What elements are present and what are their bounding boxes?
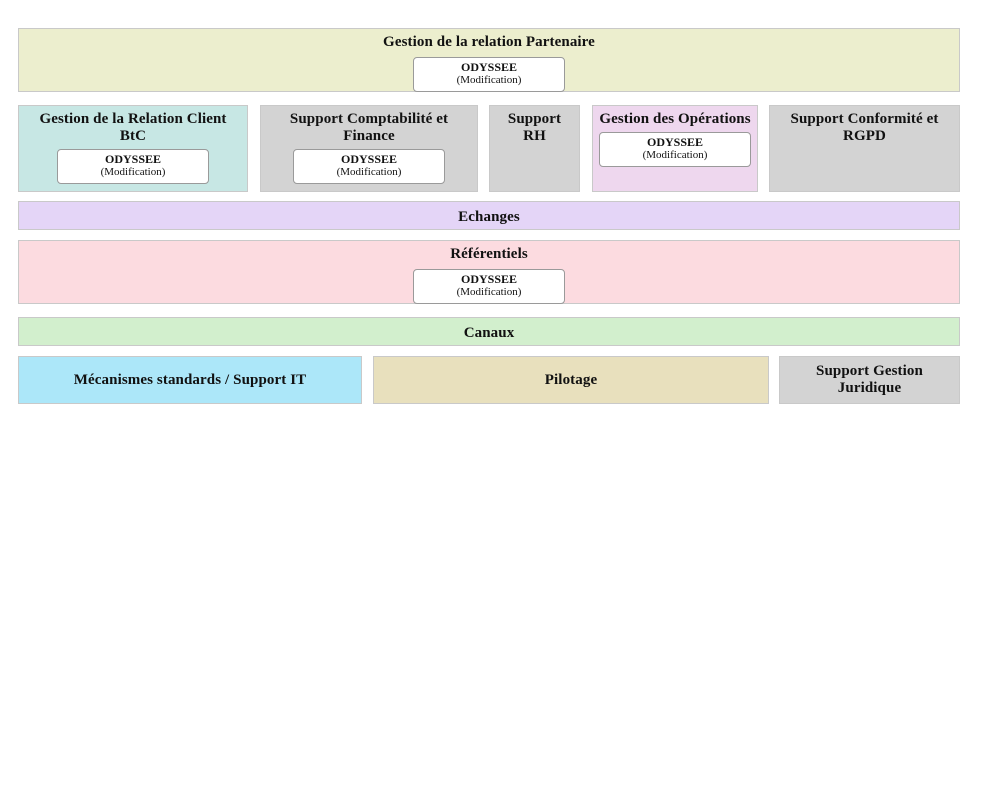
block-echanges[interactable]: Echanges: [18, 201, 960, 230]
app-state: (Modification): [100, 166, 166, 178]
app-chip-odyssee[interactable]: ODYSSEE (Modification): [293, 149, 445, 184]
block-title: Support Comptabilité et Finance: [289, 111, 449, 144]
app-chip-odyssee[interactable]: ODYSSEE (Modification): [599, 132, 751, 167]
block-title: Pilotage: [544, 371, 598, 388]
app-name: ODYSSEE: [646, 135, 704, 149]
app-name: ODYSSEE: [340, 152, 398, 166]
block-title: Support Conformité et RGPD: [790, 111, 939, 144]
block-gestion-relation-partenaire[interactable]: Gestion de la relation Partenaire ODYSSE…: [18, 28, 960, 92]
app-state: (Modification): [456, 74, 522, 86]
block-mecanismes-standards-support-it[interactable]: Mécanismes standards / Support IT: [18, 356, 362, 404]
block-referentiels[interactable]: Référentiels ODYSSEE (Modification): [18, 240, 960, 304]
app-chip-odyssee[interactable]: ODYSSEE (Modification): [413, 269, 565, 304]
block-title: Gestion des Opérations: [599, 111, 751, 127]
block-title: Mécanismes standards / Support IT: [73, 371, 307, 388]
app-state: (Modification): [456, 286, 522, 298]
app-state: (Modification): [642, 149, 708, 161]
block-title: Support Gestion Juridique: [816, 363, 923, 396]
block-title: Gestion de la relation Partenaire: [383, 34, 595, 50]
block-title: Support RH: [507, 111, 562, 144]
block-support-rh[interactable]: Support RH: [489, 105, 580, 192]
app-name: ODYSSEE: [460, 60, 518, 74]
block-support-comptabilite-finance[interactable]: Support Comptabilité et Finance ODYSSEE …: [260, 105, 478, 192]
block-gestion-relation-client-btc[interactable]: Gestion de la Relation Client BtC ODYSSE…: [18, 105, 248, 192]
block-title: Echanges: [458, 209, 520, 225]
block-support-gestion-juridique[interactable]: Support Gestion Juridique: [779, 356, 960, 404]
block-gestion-des-operations[interactable]: Gestion des Opérations ODYSSEE (Modifica…: [592, 105, 758, 192]
block-pilotage[interactable]: Pilotage: [373, 356, 769, 404]
app-name: ODYSSEE: [104, 152, 162, 166]
app-state: (Modification): [336, 166, 402, 178]
app-chip-odyssee[interactable]: ODYSSEE (Modification): [57, 149, 209, 184]
block-title: Canaux: [463, 325, 515, 341]
block-title: Référentiels: [450, 246, 528, 262]
block-title: Gestion de la Relation Client BtC: [39, 111, 227, 144]
block-support-conformite-rgpd[interactable]: Support Conformité et RGPD: [769, 105, 960, 192]
app-name: ODYSSEE: [460, 272, 518, 286]
app-chip-odyssee[interactable]: ODYSSEE (Modification): [413, 57, 565, 92]
block-canaux[interactable]: Canaux: [18, 317, 960, 346]
